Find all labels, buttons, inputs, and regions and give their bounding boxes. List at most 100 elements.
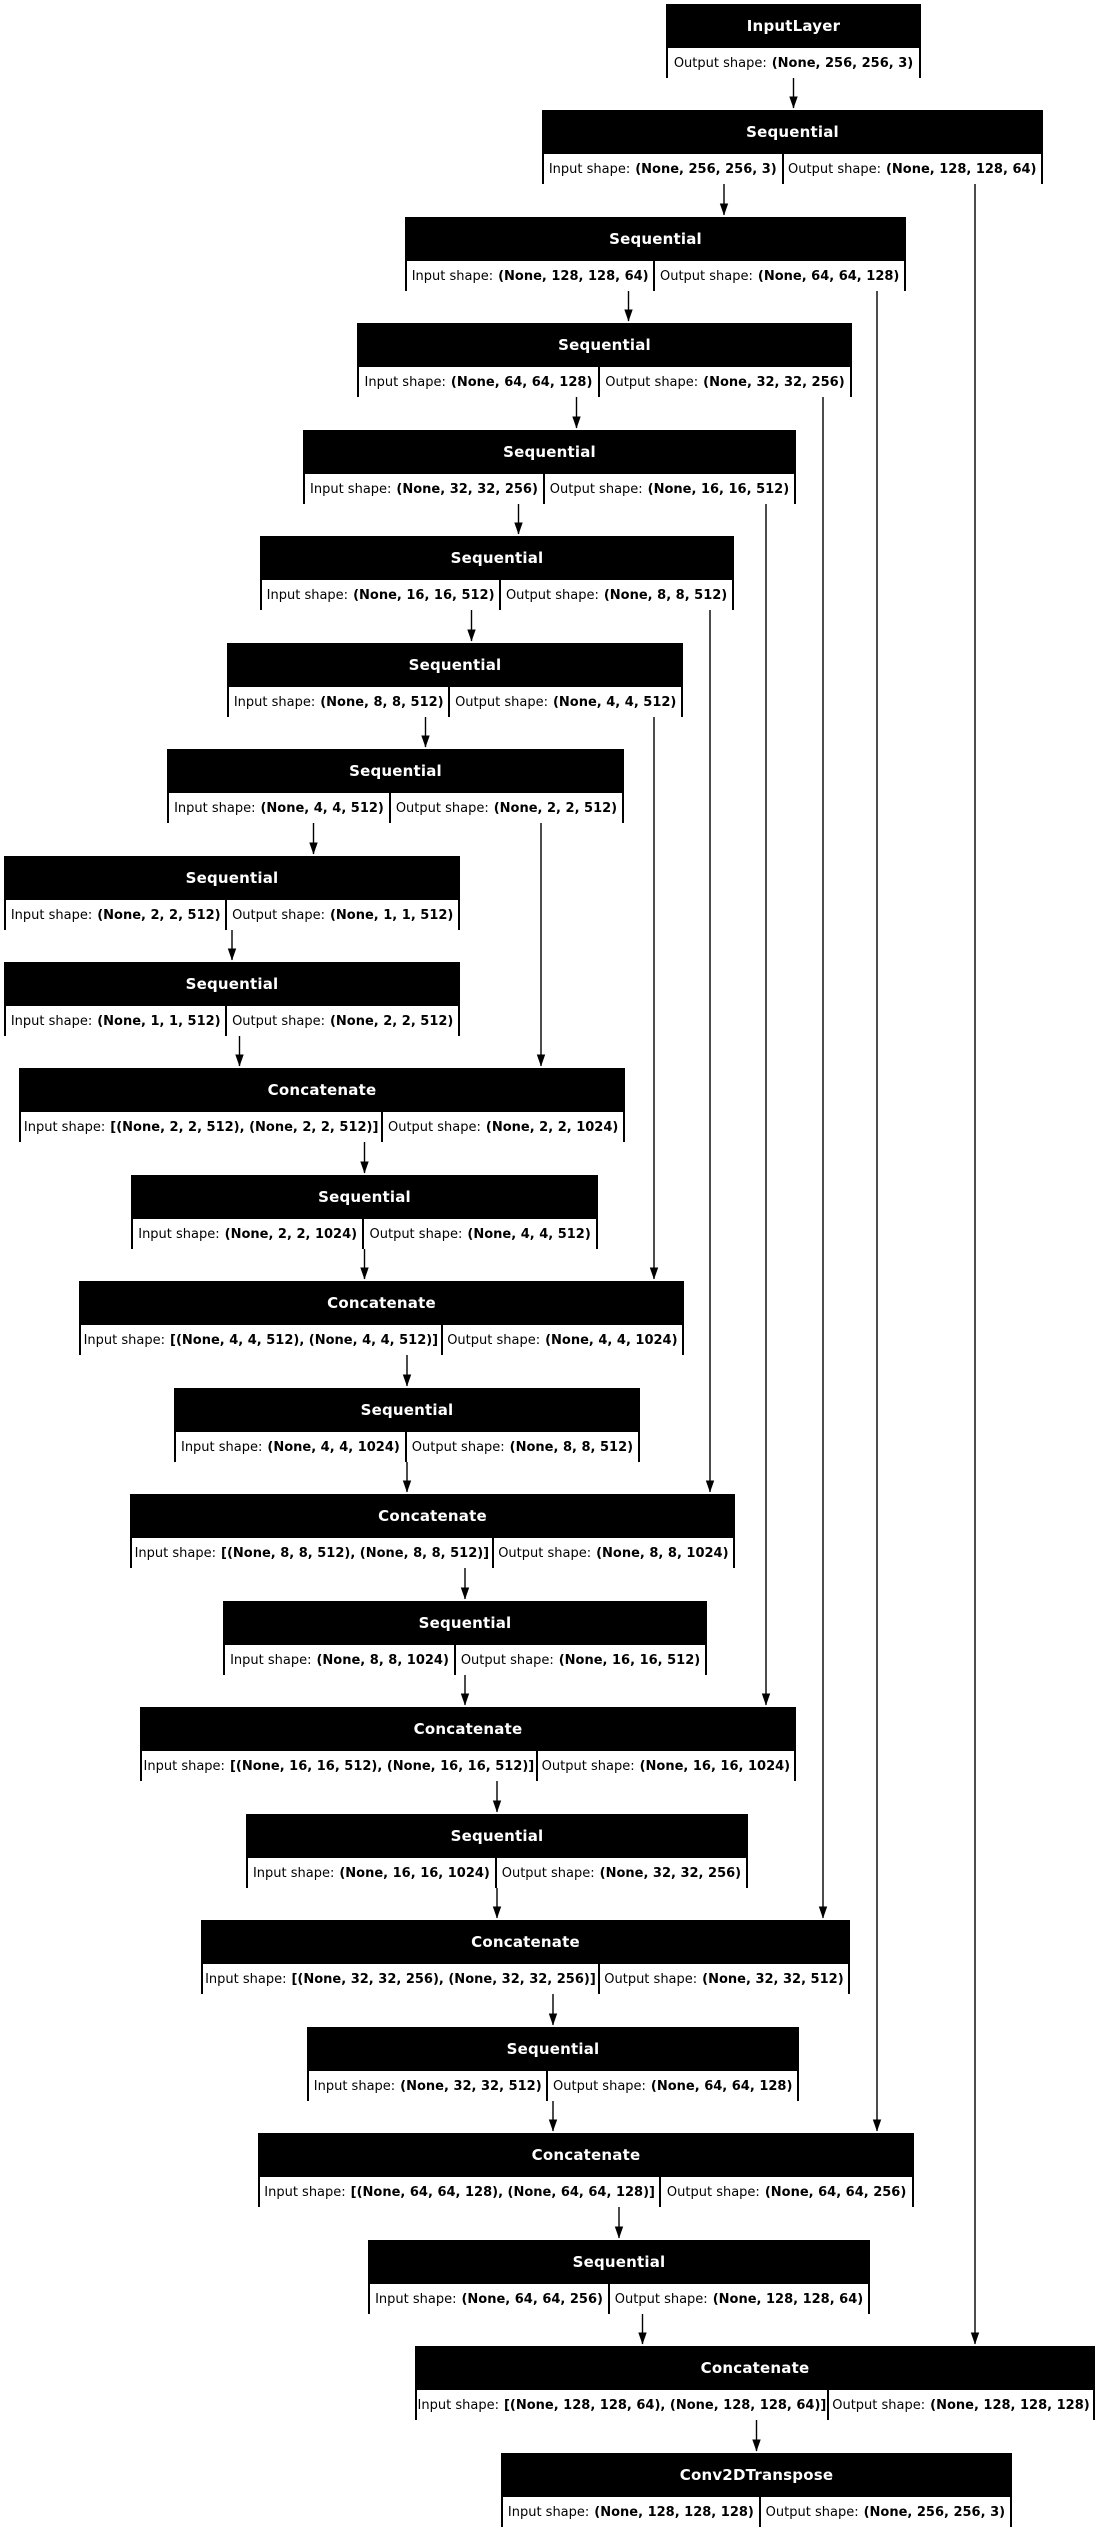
layer-title: Sequential — [225, 1603, 705, 1643]
output-shape-value: (None, 2, 2, 512) — [329, 1013, 454, 1029]
output-shape-value: (None, 16, 16, 512) — [558, 1652, 701, 1668]
output-shape-cell: Output shape:(None, 16, 16, 512) — [454, 1645, 705, 1675]
input-shape-cell: Input shape:(None, 32, 32, 256) — [305, 474, 543, 504]
input-shape-label: Input shape: — [364, 374, 446, 390]
input-shape-cell: Input shape:[(None, 8, 8, 512), (None, 8… — [132, 1538, 492, 1568]
output-shape-label: Output shape: — [605, 374, 699, 390]
output-shape-label: Output shape: — [447, 1332, 541, 1348]
output-shape-cell: Output shape:(None, 8, 8, 512) — [499, 580, 732, 610]
input-shape-label: Input shape: — [10, 907, 93, 923]
output-shape-cell: Output shape:(None, 8, 8, 1024) — [491, 1538, 733, 1568]
output-shape-label: Output shape: — [460, 1652, 554, 1668]
input-shape-label: Input shape: — [23, 1119, 106, 1135]
output-shape-value: (None, 32, 32, 512) — [702, 1971, 844, 1987]
output-shape-label: Output shape: — [788, 161, 881, 177]
output-shape-value: (None, 4, 4, 512) — [467, 1226, 591, 1242]
input-shape-cell: Input shape:(None, 64, 64, 128) — [359, 367, 598, 397]
shape-cells: Input shape:[(None, 64, 64, 128), (None,… — [260, 2175, 912, 2207]
output-shape-label: Output shape: — [541, 1758, 635, 1774]
output-shape-value: (None, 256, 256, 3) — [863, 2504, 1006, 2520]
output-shape-label: Output shape: — [387, 1119, 481, 1135]
output-shape-value: (None, 16, 16, 512) — [647, 481, 790, 497]
layer-title: Sequential — [305, 432, 794, 472]
output-shape-value: (None, 64, 64, 256) — [764, 2184, 907, 2200]
shape-cells: Input shape:(None, 16, 16, 512)Output sh… — [262, 578, 732, 610]
output-shape-label: Output shape: — [673, 55, 767, 71]
output-shape-value: (None, 256, 256, 3) — [771, 55, 914, 71]
output-shape-label: Output shape: — [395, 800, 489, 816]
output-shape-cell: Output shape:(None, 2, 2, 512) — [388, 793, 622, 823]
input-shape-cell: Input shape:(None, 8, 8, 1024) — [225, 1645, 454, 1675]
input-shape-value: (None, 128, 128, 64) — [498, 268, 649, 284]
input-shape-value: (None, 2, 2, 1024) — [224, 1226, 358, 1242]
input-shape-cell: Input shape:(None, 4, 4, 1024) — [176, 1432, 405, 1462]
output-shape-label: Output shape: — [498, 1545, 592, 1561]
input-shape-value: [(None, 8, 8, 512), (None, 8, 8, 512)] — [221, 1545, 490, 1561]
output-shape-cell: Output shape:(None, 32, 32, 256) — [597, 367, 850, 397]
output-shape-cell: Output shape:(None, 4, 4, 1024) — [440, 1325, 682, 1355]
output-shape-value: (None, 128, 128, 64) — [712, 2291, 864, 2307]
layer-title: InputLayer — [668, 6, 919, 46]
input-shape-value: [(None, 128, 128, 64), (None, 128, 128, … — [503, 2397, 827, 2413]
input-shape-label: Input shape: — [252, 1865, 335, 1881]
input-shape-cell: Input shape:[(None, 64, 64, 128), (None,… — [260, 2177, 660, 2207]
output-shape-label: Output shape: — [411, 1439, 505, 1455]
input-shape-label: Input shape: — [10, 1013, 93, 1029]
output-shape-cell: Output shape:(None, 128, 128, 64) — [608, 2284, 868, 2314]
shape-cells: Input shape:(None, 256, 256, 3) Output sh… — [544, 152, 1041, 184]
input-shape-cell: Input shape:(None, 256, 256, 3) — [544, 154, 782, 184]
input-shape-label: Input shape: — [548, 161, 631, 177]
layer-title: Conv2DTranspose — [503, 2455, 1010, 2495]
input-shape-cell: Input shape:(None, 4, 4, 512) — [169, 793, 389, 823]
output-shape-cell: Output shape:(None, 4, 4, 512) — [362, 1219, 596, 1249]
output-shape-label: Output shape: — [549, 481, 643, 497]
shape-cells: Output shape:(None, 256, 256, 3) — [668, 46, 919, 78]
layer-title: Sequential — [309, 2029, 797, 2069]
shape-cells: Input shape:[(None, 16, 16, 512), (None,… — [142, 1749, 794, 1781]
input-shape-cell: Input shape:(None, 16, 16, 1024) — [248, 1858, 495, 1888]
output-shape-cell: Output shape:(None, 64, 64, 256) — [659, 2177, 912, 2207]
output-shape-label: Output shape: — [369, 1226, 463, 1242]
input-shape-label: Input shape: — [266, 587, 349, 603]
output-shape-cell: Output shape:(None, 256, 256, 3) — [668, 48, 919, 78]
layer-title: Sequential — [262, 538, 732, 578]
output-shape-label: Output shape: — [232, 907, 325, 923]
layer-title: Sequential — [133, 1177, 596, 1217]
output-shape-value: (None, 64, 64, 128) — [650, 2078, 793, 2094]
output-shape-value: (None, 1, 1, 512) — [329, 907, 454, 923]
output-shape-label: Output shape: — [232, 1013, 325, 1029]
input-shape-value: (None, 8, 8, 1024) — [316, 1652, 449, 1668]
output-shape-value: (None, 4, 4, 512) — [552, 694, 677, 710]
layer-title: Concatenate — [21, 1070, 623, 1110]
output-shape-cell: Output shape:(None, 4, 4, 512) — [448, 687, 681, 717]
input-shape-value: (None, 16, 16, 512) — [353, 587, 495, 603]
shape-cells: Input shape:(None, 8, 8, 1024)Output sha… — [225, 1643, 705, 1675]
layer-title: Concatenate — [142, 1709, 794, 1749]
shape-cells: Input shape:(None, 1, 1, 512)Output shap… — [6, 1004, 458, 1036]
layer-title: Sequential — [370, 2242, 868, 2282]
input-shape-value: (None, 4, 4, 512) — [260, 800, 384, 816]
output-shape-cell: Output shape:(None, 64, 64, 128) — [653, 261, 904, 291]
input-shape-label: Input shape: — [233, 694, 316, 710]
input-shape-value: (None, 256, 256, 3) — [635, 161, 777, 177]
input-shape-value: (None, 4, 4, 1024) — [267, 1439, 400, 1455]
input-shape-cell: Input shape:[(None, 128, 128, 64), (None… — [417, 2390, 827, 2420]
output-shape-cell: Output shape:(None, 128, 128, 128) — [826, 2390, 1093, 2420]
output-shape-value: (None, 64, 64, 128) — [757, 268, 900, 284]
shape-cells: Input shape:[(None, 128, 128, 64), (None… — [417, 2388, 1093, 2420]
layer-title: Sequential — [176, 1390, 638, 1430]
input-shape-label: Input shape: — [174, 800, 256, 816]
output-shape-label: Output shape: — [614, 2291, 708, 2307]
